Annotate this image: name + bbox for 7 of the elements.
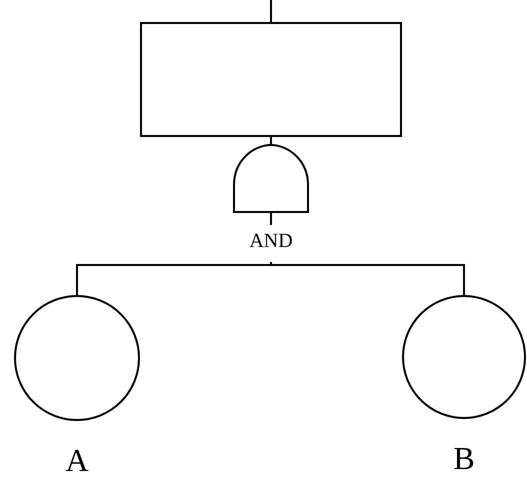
event-label: A (64, 443, 90, 477)
connector-line (270, 262, 465, 295)
connector-line (270, 137, 272, 145)
event-label: B (452, 441, 476, 475)
gate-label: AND (249, 229, 293, 253)
connector-line (76, 262, 272, 295)
connector-line (270, 0, 272, 22)
